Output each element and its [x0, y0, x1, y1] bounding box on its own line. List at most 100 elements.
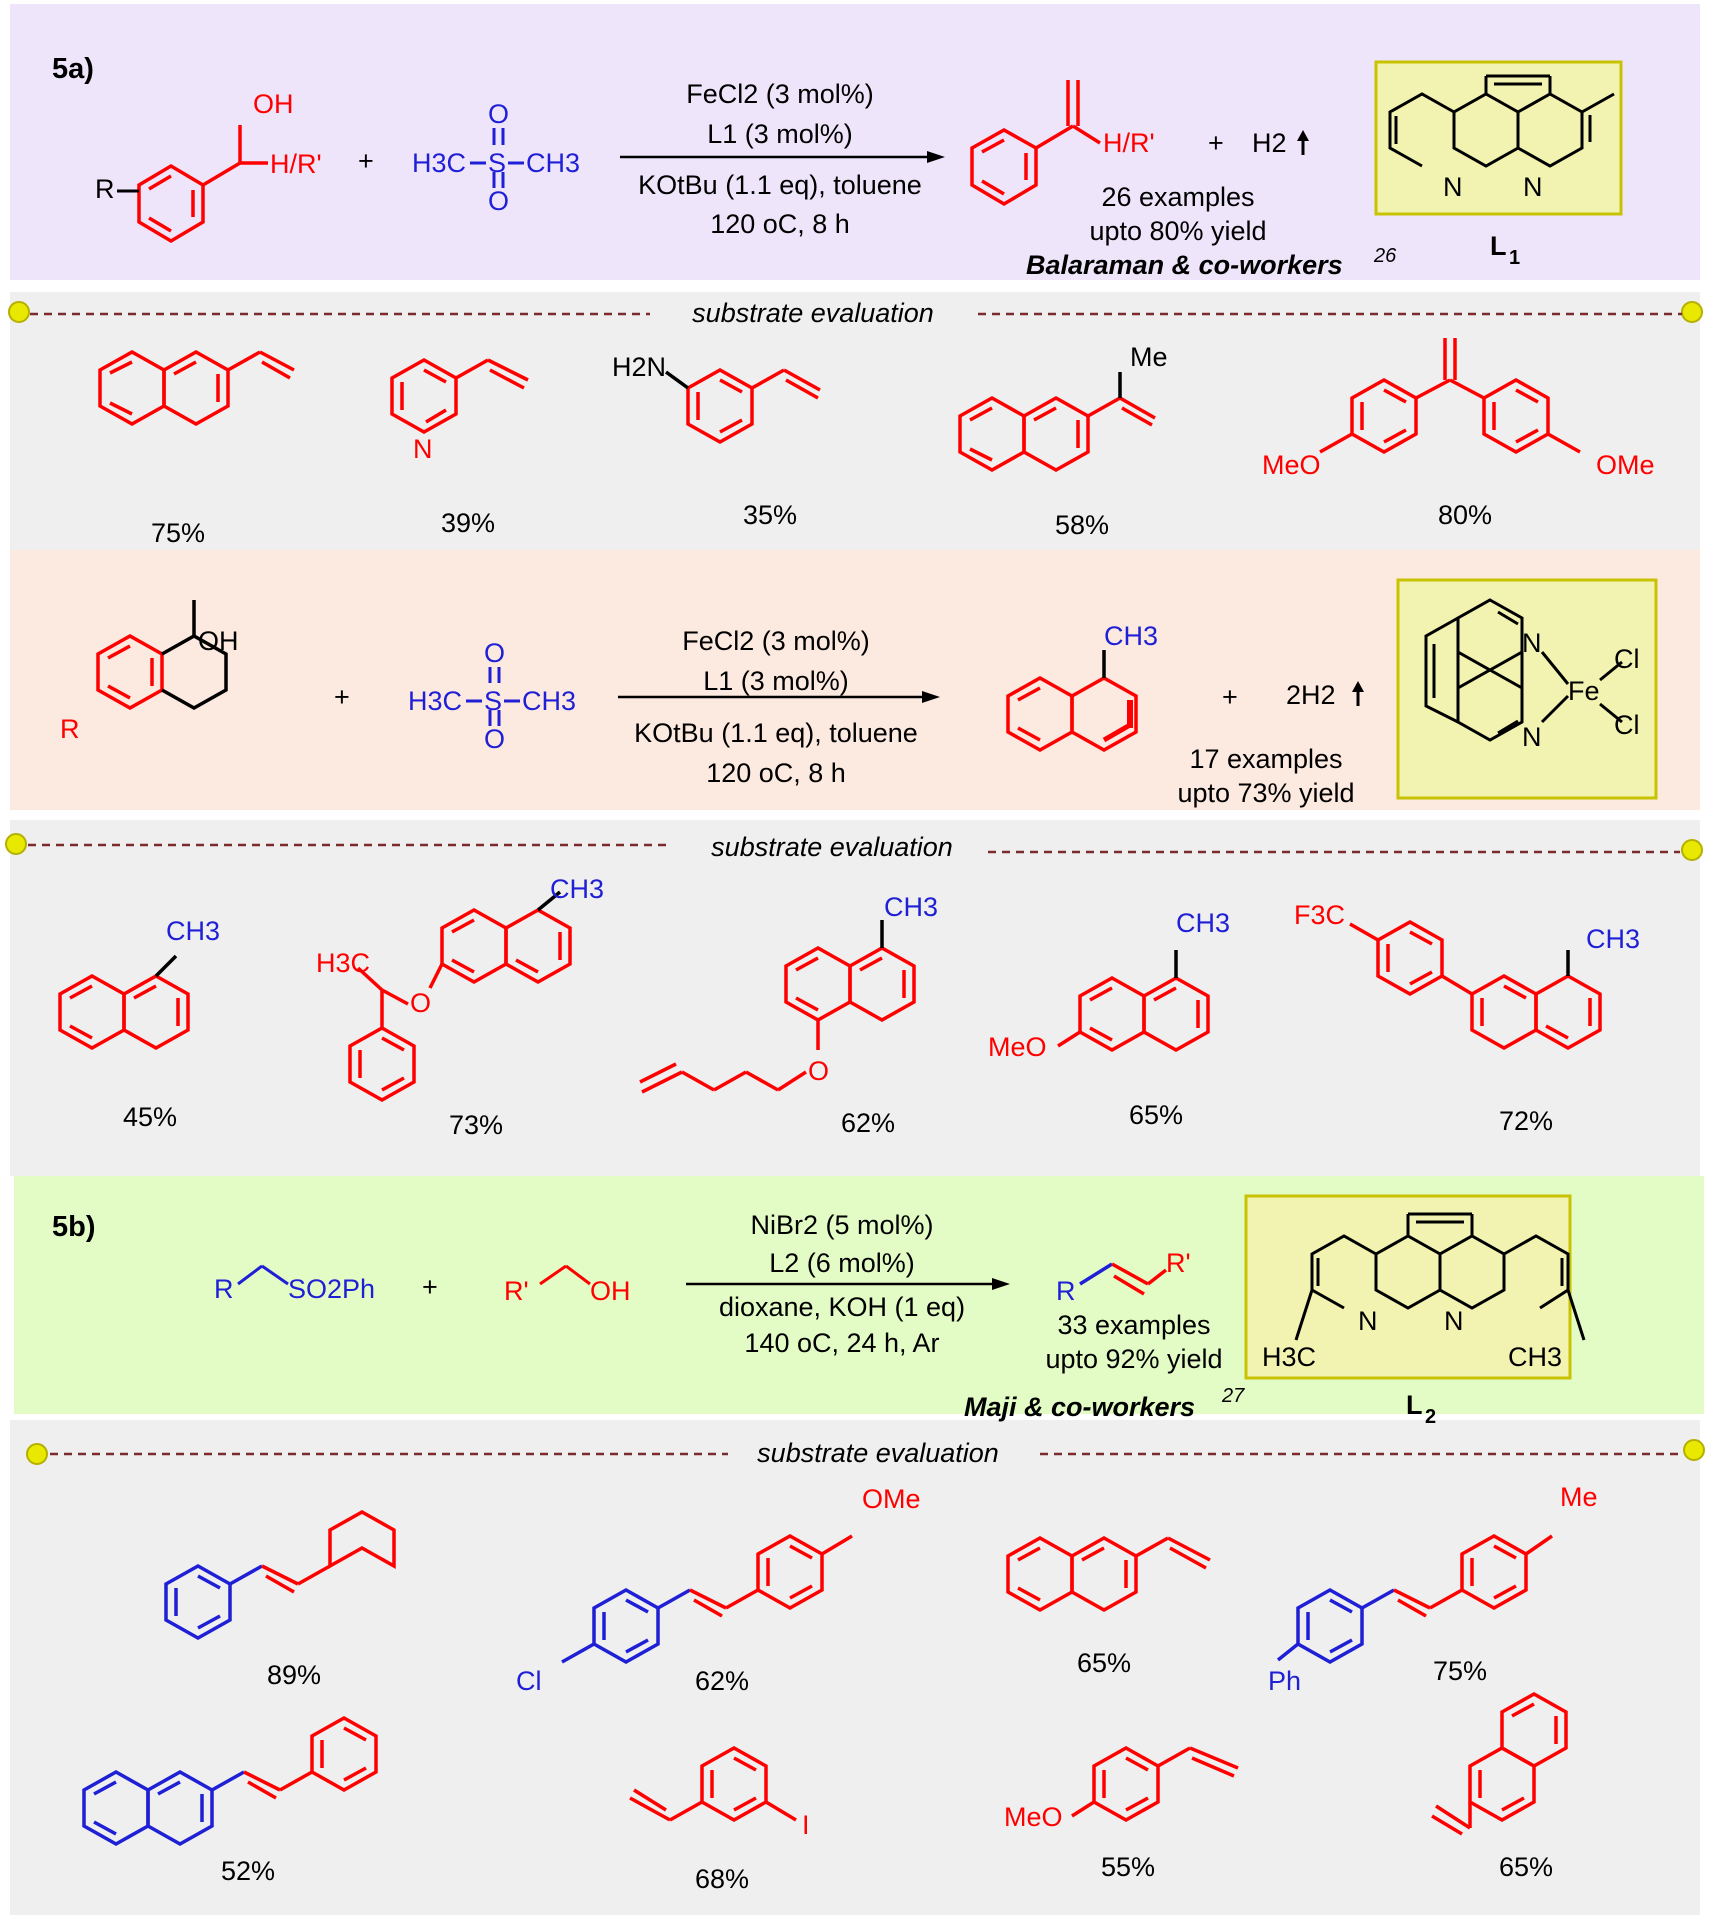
complex-fe: Fe — [1568, 676, 1600, 706]
sulfone2-o-bottom: O — [484, 724, 505, 754]
condition-catalyst: FeCl2 (3 mol%) — [686, 79, 874, 109]
substrate-iodostyrene — [629, 1745, 797, 1823]
condition2-temp: 120 oC, 8 h — [706, 758, 846, 788]
substrate-vinylnaphthalene — [98, 349, 295, 427]
l2-n-right: N — [1444, 1306, 1464, 1336]
eval-title-1: substrate evaluation — [692, 298, 934, 328]
s2-ch3-5: CH3 — [1586, 924, 1640, 954]
yield-3-6: 68% — [695, 1864, 749, 1894]
5b-r-2: R' — [504, 1276, 529, 1306]
sulfone-s: S — [488, 148, 506, 178]
s3-ph: Ph — [1268, 1666, 1301, 1696]
substrate-phenyl-methylstilbene — [1276, 1533, 1553, 1665]
s2-o-2: O — [808, 1056, 829, 1086]
sulfone2-s: S — [484, 686, 502, 716]
oh-label: OH — [253, 89, 294, 119]
l2-ch3: CH3 — [1508, 1342, 1562, 1372]
eval-divider-2 — [5, 833, 1703, 861]
reactant-primary-alcohol: R' OH — [504, 1264, 631, 1306]
yield-3-8: 65% — [1499, 1852, 1553, 1882]
sulfone-o-bottom: O — [488, 186, 509, 216]
dimethyl-sulfone-2: H3C S CH3 O O — [408, 638, 576, 754]
product-styrene — [970, 80, 1101, 207]
s2-ch3-1: CH3 — [166, 916, 220, 946]
tetralol-ring — [161, 600, 228, 711]
reaction-arrow-5a — [620, 151, 945, 163]
eval-divider-1 — [8, 301, 1703, 323]
methoxy-left: MeO — [1262, 450, 1321, 480]
reactant-benzylic-alcohol — [137, 125, 268, 244]
yield-range-5a2: upto 73% yield — [1177, 778, 1354, 808]
phenanthroline-structure — [1388, 74, 1615, 168]
yield-3-1: 89% — [267, 1660, 321, 1690]
condition3-base: dioxane, KOH (1 eq) — [719, 1292, 965, 1322]
s2-o-1: O — [410, 988, 431, 1018]
sulfone2-h3c: H3C — [408, 686, 462, 716]
plus-sign-3: + — [334, 682, 350, 712]
reaction-arrow-5b — [686, 1278, 1010, 1290]
eval-title-3: substrate evaluation — [757, 1438, 999, 1468]
condition-base: KOtBu (1.1 eq), toluene — [638, 170, 922, 200]
substrate-bis-methoxyphenylethylene — [1319, 338, 1581, 455]
byproduct-2h2: 2H2 — [1286, 680, 1336, 710]
byproduct-h2: H2 — [1252, 128, 1287, 158]
tetralol-r: R — [60, 714, 80, 744]
product-h-r-label: H/R' — [1103, 128, 1155, 158]
5b-oh: OH — [590, 1276, 631, 1306]
reaction-arrow-5a2 — [618, 691, 940, 703]
yield-3-4: 75% — [1433, 1656, 1487, 1686]
yield-1-5: 80% — [1438, 500, 1492, 530]
s2-h3c: H3C — [316, 948, 370, 978]
examples-count-5a: 26 examples — [1101, 182, 1254, 212]
product-alkene: R R' — [1056, 1248, 1191, 1306]
r-substituent-label: R — [95, 174, 115, 204]
sulfone2-o-top: O — [484, 638, 505, 668]
ligand-l1-label: L — [1490, 231, 1507, 261]
complex-n-bottom: N — [1522, 722, 1542, 752]
complex-cl-top: Cl — [1614, 644, 1640, 674]
examples-count-5a2: 17 examples — [1189, 744, 1342, 774]
condition2-ligand: L1 (3 mol%) — [703, 666, 849, 696]
l1-n-left: N — [1443, 172, 1463, 202]
s2-ch3-2: CH3 — [550, 874, 604, 904]
s2-meo: MeO — [988, 1032, 1047, 1062]
eval-1-bg — [10, 292, 1700, 550]
yield-range-5a: upto 80% yield — [1089, 216, 1266, 246]
yield-3-2: 62% — [695, 1666, 749, 1696]
sulfone-o-top: O — [488, 99, 509, 129]
plus-sign-2: + — [1208, 128, 1224, 158]
credit-ref-26: 26 — [1373, 245, 1397, 267]
methoxy-right: OMe — [1596, 450, 1655, 480]
substrate-trifluoromethylphenyl-methylnaphthalene — [1349, 919, 1602, 1051]
gas-arrow-up-icon-2 — [1352, 681, 1364, 706]
eval-divider-3 — [26, 1439, 1705, 1465]
s3-me: Me — [1560, 1482, 1598, 1512]
pyridine-n: N — [413, 434, 433, 464]
condition3-ligand: L2 (6 mol%) — [769, 1248, 915, 1278]
s3-ome: OMe — [862, 1484, 921, 1514]
yield-2-3: 62% — [841, 1108, 895, 1138]
yield-1-3: 35% — [743, 500, 797, 530]
substrate-stilbene — [164, 1509, 396, 1641]
yield-3-5: 52% — [221, 1856, 275, 1886]
fe-phenanthroline-complex — [1424, 598, 1623, 742]
tetralol-oh: OH — [198, 626, 239, 656]
yield-2-4: 65% — [1129, 1100, 1183, 1130]
complex-box — [1396, 578, 1658, 800]
neocuproine-structure — [1294, 1212, 1586, 1341]
product-ch3: CH3 — [1104, 621, 1158, 651]
credit-maji: Maji & co-workers — [964, 1392, 1195, 1422]
s2-ch3-3: CH3 — [884, 892, 938, 922]
substrate-methoxystyrene — [1071, 1745, 1239, 1823]
yield-2-5: 72% — [1499, 1106, 1553, 1136]
substrate-vinylpyridine — [390, 357, 529, 435]
yield-1-1: 75% — [151, 518, 205, 548]
condition3-temp: 140 oC, 24 h, Ar — [744, 1328, 939, 1358]
condition2-base: KOtBu (1.1 eq), toluene — [634, 718, 918, 748]
condition3-catalyst: NiBr2 (5 mol%) — [750, 1210, 933, 1240]
yield-1-2: 39% — [441, 508, 495, 538]
credit-balaraman: Balaraman & co-workers — [1026, 250, 1343, 280]
s3-meo: MeO — [1004, 1802, 1063, 1832]
